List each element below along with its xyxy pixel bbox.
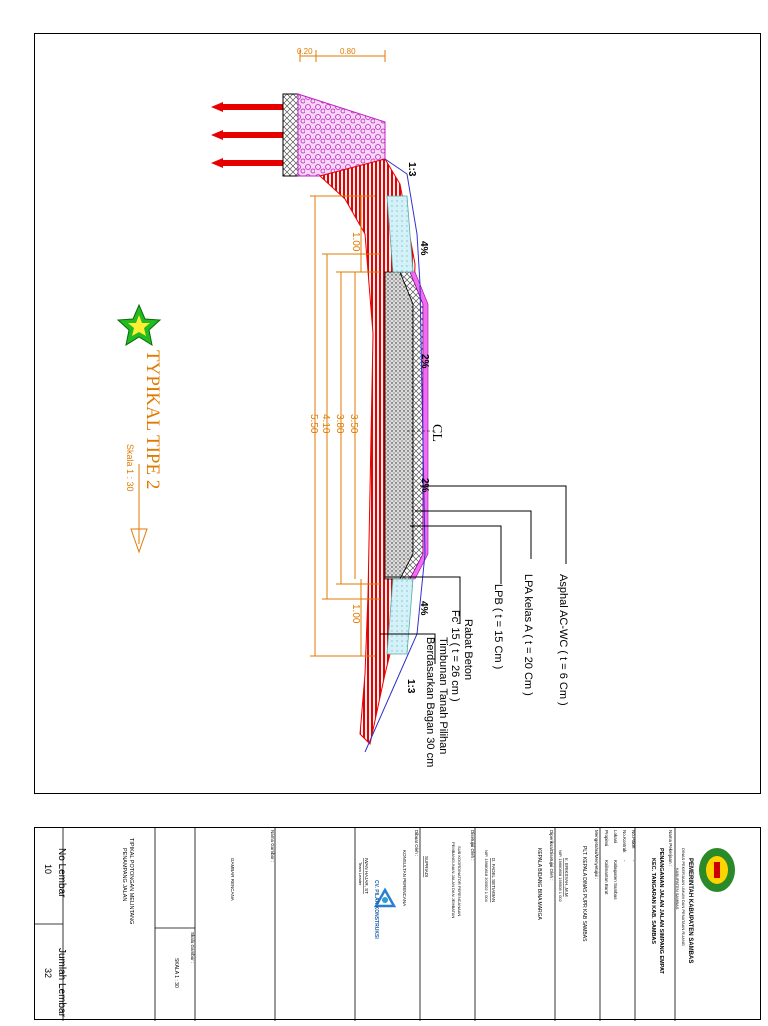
curb-block (282, 93, 299, 177)
judul-line-1: TIPIKAL POTONGAN MELINTANG (128, 838, 134, 924)
cl-label: CL (429, 424, 444, 442)
dim-100-bot: 1.00 (350, 604, 361, 624)
star-icon (116, 303, 162, 347)
dim-100-top: 1.00 (350, 232, 361, 252)
dim-550: 5.50 (308, 414, 319, 434)
no-lembar-value: 10 (43, 864, 53, 874)
jumlah-lembar-label: Jumlah Lembar (56, 948, 67, 1018)
callout-lpa: LPA kelas A ( t = 20 Cm ) (522, 574, 534, 696)
project-line-2: KEC. TANGARAN KAB. SAMBAS (650, 858, 656, 944)
slope-13-top: 1:3 (406, 162, 417, 177)
disetujui-label: Disetujui Oleh : (470, 830, 475, 861)
callout-asphal: Asphal AC-WC ( t = 6 Cm ) (557, 574, 569, 706)
plt-nip: NIP. 19660808 199508 1 002 (558, 850, 563, 903)
project-line-1: PENANGANAN JALAN JALAN SIMPANG EMPAT (658, 848, 664, 975)
gambar-value: GAMBAR RENCANA (230, 858, 235, 901)
kons-role: Team Leader (358, 862, 363, 886)
lpb-layer (384, 271, 414, 580)
skala-label: Skala Gambar : (190, 932, 195, 963)
gov-line-1: PEMERINTAH KABUPATEN SAMBAS (687, 858, 693, 963)
callout-timbunan-1: Timbunan Tanah Pilihan (437, 637, 449, 754)
slope-2-top: 2% (419, 354, 430, 369)
propinsi-label: Propinsi (604, 830, 609, 846)
kabid-name: D. FADEL SETIAWAN (491, 858, 496, 902)
asphalt-layer (409, 271, 429, 580)
lokasi-value: Kabupaten Sambas (613, 860, 618, 900)
sambas-logo (699, 848, 735, 892)
callout-leaders (380, 485, 567, 664)
lokasi-label: Lokasi (613, 830, 618, 843)
gov-line-2: DINAS PEKERJAAN UMUM DAN PENATAAN RUANG (681, 848, 686, 946)
gambar-label: Nama Gambar : (270, 830, 275, 862)
jumlah-lembar-value: 32 (43, 968, 53, 978)
title-block: PEMERINTAH KABUPATEN SAMBAS DINAS PEKERJ… (34, 827, 761, 1021)
sub-name: SUPRIADI (424, 856, 429, 877)
drawing-scale: Skala 1 : 30 (125, 444, 135, 492)
judul-line-2: PENAMPANG JALAN (121, 848, 127, 901)
dibuat-label: Dibuat Oleh : (414, 830, 419, 856)
dim-410: 4.10 (320, 414, 331, 434)
callout-lpb: LPB ( t = 15 Cm ) (492, 584, 504, 669)
no-paket-label: No.Paket (631, 830, 636, 849)
callout-rabat-2: Fc' 15 ( t = 26 cm ) (449, 610, 461, 702)
shoulder-top (386, 195, 414, 273)
slope-4-top: 4% (418, 241, 429, 256)
callout-timbunan-2: Berdasarkan Bagan 30 cm (424, 637, 436, 767)
drawing-frame: TYPIKAL TIPE 2 Skala 1 : 30 0.20 0.80 (34, 33, 761, 794)
nama-pekerjaan-label: Nama Pekerjaan : (668, 830, 673, 866)
propinsi-value: Kalimantan Barat (604, 860, 609, 895)
scale-arrow-head (130, 528, 148, 554)
diperiksa-label: Diperiksa/Disetujui Oleh : (549, 830, 554, 881)
drawing-title: TYPIKAL TIPE 2 (142, 350, 163, 489)
kabid-nip: NIP. 19980818 200902 1 004 (484, 850, 489, 903)
title-block-svg: PEMERINTAH KABUPATEN SAMBAS DINAS PEKERJ… (35, 828, 735, 1021)
mengetahui-label: Mengetahui/Menyetujui : (594, 830, 599, 879)
kons-name: IWAN HAJAR, ST (364, 858, 369, 894)
vertical-dimensions (310, 195, 380, 657)
title-block-grid (35, 828, 676, 1021)
dim-380: 3.80 (334, 414, 345, 434)
kabid-title: KEPALA BIDANG BINA MARGA (536, 848, 542, 921)
ground-line (364, 158, 426, 753)
consultant-logo (373, 887, 397, 908)
consultant-name: CV. PILAR KONSTRUKSI (373, 880, 379, 939)
sub-line-2: PEMBANGUNAN JALAN DAN JEMBATAN (451, 842, 456, 918)
anchor-bars (211, 102, 283, 168)
no-lembar-label: No Lembar (56, 848, 67, 898)
shoulder-bottom (386, 578, 414, 655)
callout-rabat-1: Rabat Beton (462, 619, 474, 680)
top-dimensions (299, 50, 386, 62)
cross-section-drawing: TYPIKAL TIPE 2 Skala 1 : 30 0.20 0.80 (116, 47, 569, 767)
skala-value: SKALA 1 : 30 (173, 958, 179, 988)
dim-350: 3.50 (348, 414, 359, 434)
slope-4-bot: 4% (418, 601, 429, 616)
slope-2-bot: 2% (419, 478, 430, 493)
no-paket-value: - (631, 860, 636, 862)
gov-line-3: KABUPATEN SAMBAS (675, 868, 680, 910)
konsultan-title: KONSULTAN PERENCANA (402, 850, 407, 906)
dim-top-a: 0.20 (297, 47, 313, 56)
no-kontrak-label: No.Kontrak (622, 830, 627, 853)
sub-line-1: SUB KOORDINATOR PERENCANAAN (457, 846, 462, 916)
plt-title: PLT. KEPALA DINAS PUPR KAB SAMBAS (581, 846, 587, 942)
slope-13-bot: 1:3 (405, 679, 416, 694)
no-kontrak-value: - (622, 860, 627, 862)
plt-name: Ir. ERIKSYAH.,M.M (564, 858, 569, 897)
dim-top-b: 0.80 (340, 47, 356, 56)
